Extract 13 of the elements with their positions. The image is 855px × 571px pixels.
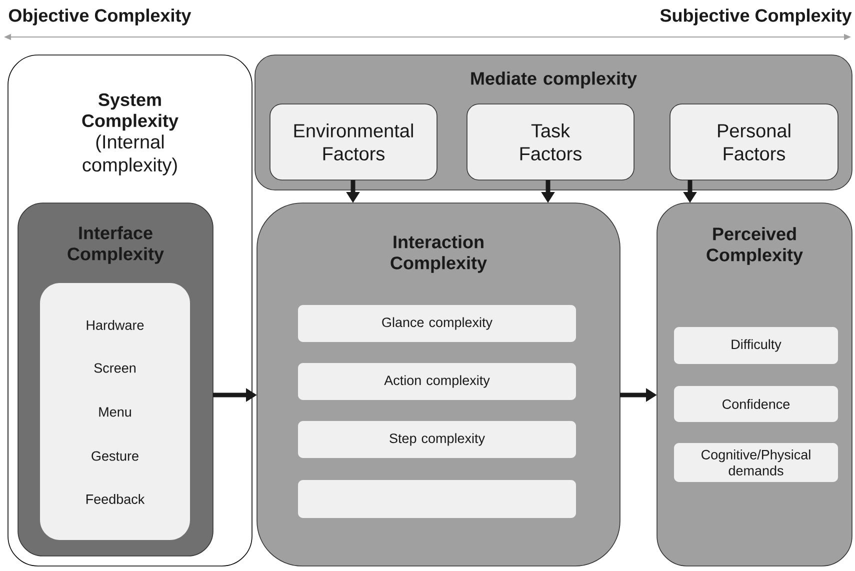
item-box [298,480,576,518]
factor-box: Environmental Factors [270,104,438,180]
item-box: Cognitive/Physical demands [674,443,838,482]
item-box: Glance complexity [298,305,576,342]
item-box: Difficulty [674,327,838,364]
item-box: Confidence [674,386,838,422]
item-box: Step complexity [298,421,576,458]
factor-box: Personal Factors [670,104,838,180]
axis-label: Objective Complexity [8,8,192,26]
factor-box: Task Factors [466,104,634,180]
axis-label: Subjective Complexity [660,8,852,26]
list-box: Hardware Screen Menu Gesture Feedback [40,283,190,540]
item-box: Action complexity [298,363,576,400]
